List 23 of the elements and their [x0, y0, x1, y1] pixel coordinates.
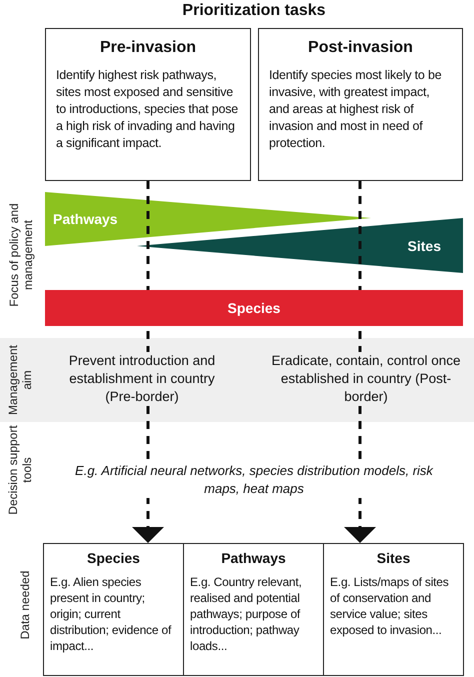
column-text: E.g. Country relevant, realised and potential pathways; purpose of introduction; pathway loads... [190, 574, 303, 654]
row-label: Focus of policy and management [7, 202, 35, 309]
box-text: Identify highest risk pathways, sites most exposed and sensitive to introductions, species that pose a high risk of invading and having a significant impact. [56, 67, 240, 152]
task-box [45, 28, 251, 181]
column-text: E.g. Alien species present in country; origin; current distribution; evidence of impact... [50, 574, 172, 654]
box-heading: Post-invasion [307, 39, 414, 57]
bar-label: Species [228, 300, 280, 316]
box-heading: Pre-invasion [98, 39, 198, 57]
row-label: Management aim [6, 344, 34, 418]
row-label: Decision support tools [6, 424, 34, 517]
table-column [43, 543, 184, 676]
column-text: E.g. Lists/maps of sites of conservation and service value; sites exposed to invasion... [330, 574, 450, 638]
band-label: Sites [408, 238, 441, 254]
column-heading: Sites [376, 550, 412, 566]
table-column [323, 543, 464, 676]
row-label: Data needed [18, 570, 32, 642]
box-text: Identify species most likely to be invasive, with greatest impact, and areas at highest risk of invasion and most in need of protection. [269, 67, 442, 152]
column-heading: Species [86, 550, 141, 566]
task-box [258, 28, 463, 181]
band-label: Pathways [53, 211, 118, 227]
diagram-title: Prioritization tasks [181, 2, 327, 20]
column-heading: Pathways [220, 550, 287, 566]
table-column [183, 543, 324, 676]
